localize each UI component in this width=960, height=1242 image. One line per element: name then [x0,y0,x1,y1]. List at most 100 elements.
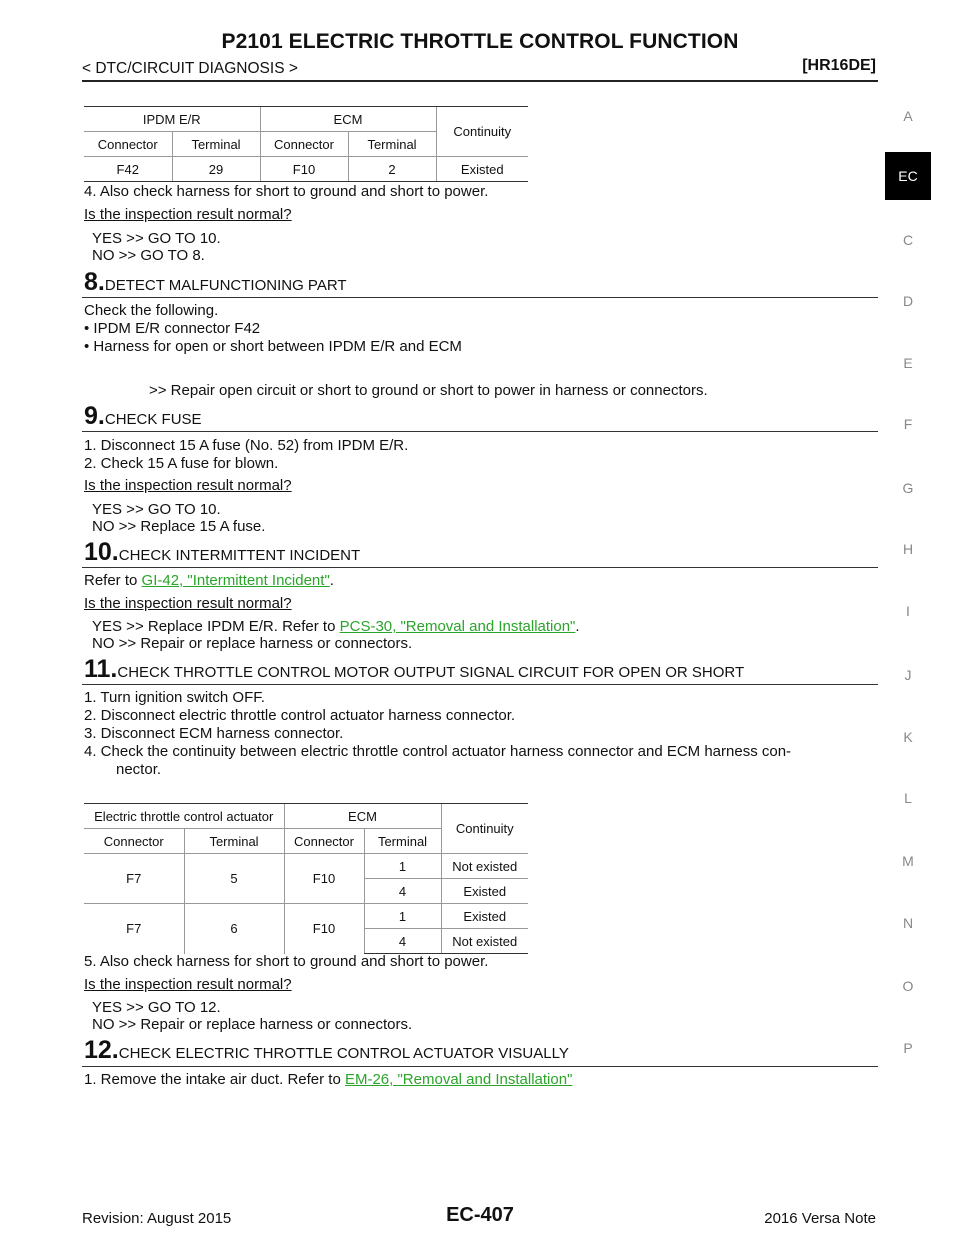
procedure-item: 1. Remove the intake air duct. Refer to … [84,1071,572,1089]
table-column-header: Connector [84,131,172,157]
procedure-item-continued: nector. [116,761,162,778]
table-column-header: Terminal [183,828,284,854]
step-title: CHECK INTERMITTENT INCIDENT [118,547,361,564]
table-cell: 1 [363,853,441,879]
step-divider [82,567,878,568]
breadcrumb: < DTC/CIRCUIT DIAGNOSIS > [82,60,298,77]
table-row: 4 Not existed [84,928,528,954]
step-heading: 10.CHECK INTERMITTENT INCIDENT [84,538,360,567]
table-group-header: ECM [283,803,441,829]
procedure-item: 1. Disconnect 15 A fuse (No. 52) from IP… [84,437,409,454]
section-tab-m[interactable]: M [902,853,914,869]
reference-prefix: Refer to [84,572,142,589]
table-cell: 4 [363,878,441,904]
table-cell: F10 [259,156,348,182]
table-column-header: Connector [84,828,184,854]
step-divider [82,1066,878,1067]
no-branch: NO >> Repair or replace harness or conne… [92,1016,413,1033]
procedure-item-prefix: 1. Remove the intake air duct. Refer to [84,1071,345,1088]
step-number: 8. [84,268,105,296]
inspection-question: Is the inspection result normal? [84,477,292,494]
table-cell: Not existed [440,853,528,879]
bullet-item: • IPDM E/R connector F42 [84,320,261,337]
table-row: F7 5 F10 1 Not existed [84,853,528,904]
bullet-item: • Harness for open or short between IPDM… [84,338,462,355]
inspection-question: Is the inspection result normal? [84,595,292,612]
table-cell: F10 [283,853,364,904]
section-tab-h[interactable]: H [902,541,914,557]
table-column-header: Continuity [435,106,528,157]
section-tab-c[interactable]: C [902,232,914,248]
section-tab-e[interactable]: E [903,355,913,371]
step-title: CHECK FUSE [104,411,202,428]
step-divider [82,431,878,432]
table-cell: 6 [183,903,284,954]
step-divider [82,297,878,298]
table-cell: 4 [363,928,441,954]
section-tab-g[interactable]: G [902,480,914,496]
section-tab-f[interactable]: F [903,416,913,432]
step-divider [82,684,878,685]
engine-code: [HR16DE] [802,57,876,74]
reference-link[interactable]: EM-26, "Removal and Installation" [344,1071,573,1088]
procedure-text: Check the following. [84,302,219,319]
reference-suffix: . [329,572,334,589]
no-branch: NO >> Replace 15 A fuse. [92,518,266,535]
table-group-header: ECM [259,106,436,132]
step-number: 11. [84,655,118,683]
table-cell: 5 [183,853,284,904]
table-row: 4 Existed [84,878,528,904]
reference-link[interactable]: GI-42, "Intermittent Incident" [141,572,330,589]
table-cell: Existed [440,903,528,929]
table-cell: F42 [84,156,172,182]
reference-text: Refer to GI-42, "Intermittent Incident". [84,572,334,590]
procedure-item: 2. Check 15 A fuse for blown. [84,455,279,472]
section-tab-o[interactable]: O [902,978,914,994]
continuity-table-actuator: Electric throttle control actuator ECM C… [84,803,528,954]
section-tab-j[interactable]: J [904,667,912,683]
header-divider [82,80,878,82]
reference-link[interactable]: PCS-30, "Removal and Installation" [339,618,576,635]
table-cell: Existed [435,156,528,182]
table-cell: 2 [347,156,436,182]
section-tab-a[interactable]: A [903,108,913,124]
procedure-item: 5. Also check harness for short to groun… [84,953,489,970]
procedure-item: 4. Check the continuity between electric… [84,743,792,760]
yes-branch-suffix: . [575,618,580,635]
page-title: P2101 ELECTRIC THROTTLE CONTROL FUNCTION [221,30,739,53]
step-heading: 9.CHECK FUSE [84,402,202,431]
step-number: 9. [84,402,105,430]
table-column-header: Terminal [363,828,441,854]
inspection-question: Is the inspection result normal? [84,206,292,223]
step-heading: 11.CHECK THROTTLE CONTROL MOTOR OUTPUT S… [84,655,744,684]
yes-branch: YES >> GO TO 12. [92,999,221,1016]
procedure-item: 1. Turn ignition switch OFF. [84,689,265,706]
section-tab-k[interactable]: K [903,729,913,745]
table-column-header: Connector [259,131,348,157]
step-number: 10. [84,538,119,566]
table-column-header: Continuity [440,803,528,854]
procedure-item: 2. Disconnect electric throttle control … [84,707,516,724]
inspection-question: Is the inspection result normal? [84,976,292,993]
procedure-item: 3. Disconnect ECM harness connector. [84,725,344,742]
revision-date: Revision: August 2015 [82,1210,232,1227]
step-title: CHECK ELECTRIC THROTTLE CONTROL ACTUATOR… [118,1045,569,1062]
step-title: CHECK THROTTLE CONTROL MOTOR OUTPUT SIGN… [117,664,745,681]
section-tab-i[interactable]: I [906,603,910,619]
table-group-header: IPDM E/R [84,106,260,132]
table-cell: F10 [283,903,364,954]
yes-branch-prefix: YES >> Replace IPDM E/R. Refer to [92,618,340,635]
yes-branch: YES >> GO TO 10. [92,230,221,247]
section-tab-ec[interactable]: EC [885,152,931,200]
yes-branch: YES >> GO TO 10. [92,501,221,518]
table-column-header: Terminal [171,131,260,157]
table-column-header: Terminal [347,131,436,157]
section-tab-n[interactable]: N [902,915,914,931]
table-group-header: Electric throttle control actuator [84,803,284,829]
section-tab-d[interactable]: D [902,293,914,309]
step-heading: 12.CHECK ELECTRIC THROTTLE CONTROL ACTUA… [84,1036,569,1065]
section-tab-l[interactable]: L [904,790,912,806]
section-tab-p[interactable]: P [903,1040,913,1056]
table-column-header: Connector [283,828,364,854]
yes-branch: YES >> Replace IPDM E/R. Refer to PCS-30… [92,618,580,636]
